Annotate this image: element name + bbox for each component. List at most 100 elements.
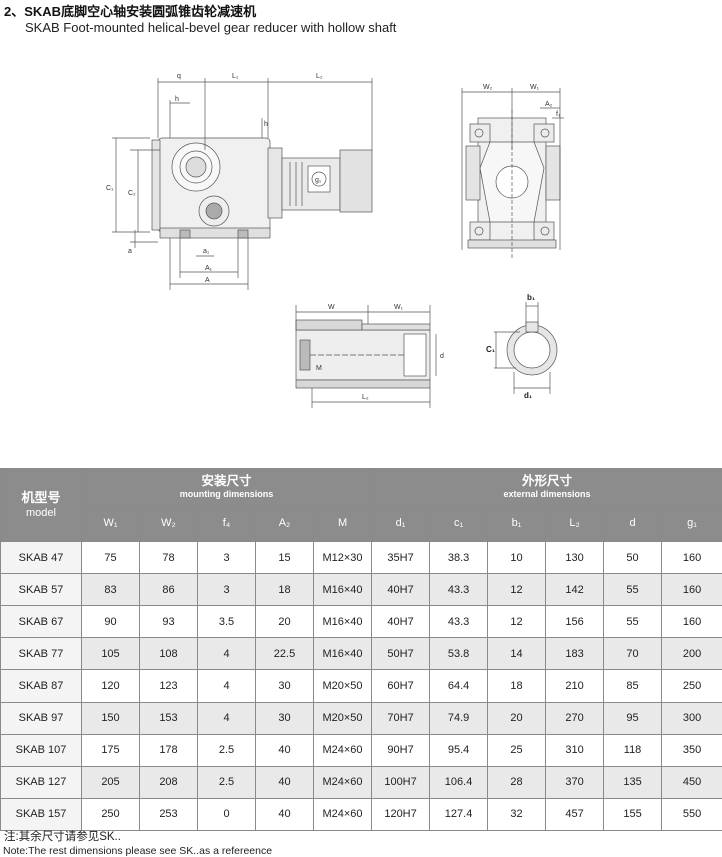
table-cell: 160 (661, 573, 722, 607)
column-header: f₄ (197, 504, 256, 542)
table-cell: 4 (197, 701, 256, 735)
table-cell: 156 (545, 605, 605, 639)
table-cell: 53.8 (429, 637, 489, 671)
label-a2: A₂ (545, 101, 553, 108)
table-cell: M24×60 (312, 797, 373, 832)
label-h: h (175, 96, 179, 103)
table-cell: 22.5 (255, 637, 314, 671)
table-cell: 120H7 (371, 797, 431, 832)
table-cell: 250 (661, 669, 722, 703)
column-header: b₁ (487, 504, 547, 542)
table-cell: 93 (139, 605, 198, 639)
label-w1-shaft: W₁ (394, 304, 404, 311)
table-cell: 60H7 (371, 669, 431, 703)
table-cell: 75 (81, 540, 140, 575)
note-en: Note:The rest dimensions please see SK..… (3, 845, 273, 857)
mounting-header-cn: 安装尺寸 (201, 473, 252, 488)
external-header-cn: 外形尺寸 (522, 473, 573, 488)
table-cell: M20×50 (312, 669, 373, 703)
table-cell: 35H7 (371, 540, 431, 575)
table-cell: 64.4 (429, 669, 489, 703)
table-cell: 450 (661, 765, 722, 799)
table-cell: 4 (197, 669, 256, 703)
label-c1-section: C₁ (486, 345, 496, 354)
table-cell: 12 (487, 605, 547, 639)
table-cell: 86 (139, 573, 198, 607)
label-w2: W₂ (483, 84, 493, 91)
table-cell: 0 (197, 797, 256, 832)
table-cell: 83 (81, 573, 140, 607)
table-cell: 100H7 (371, 765, 431, 799)
table-cell: 118 (603, 733, 663, 767)
note-cn: 注:其余尺寸请参见SK.. (4, 831, 121, 843)
model-cell: SKAB 87 (0, 669, 82, 703)
table-cell: 90H7 (371, 733, 431, 767)
column-header: L₂ (545, 504, 605, 542)
table-cell: M16×40 (312, 605, 373, 639)
table-cell: 208 (139, 765, 198, 799)
shaft-section-drawing (494, 302, 558, 394)
technical-drawing: q L₁ L₂ h h C₁ C₂ a a₁ A₁ A g₁ W₂ W₁ A₂ … (106, 73, 564, 408)
model-cell: SKAB 57 (0, 573, 82, 607)
table-cell: 310 (545, 733, 605, 767)
table-cell: 95.4 (429, 733, 489, 767)
table-cell: 3.5 (197, 605, 256, 639)
table-cell: 130 (545, 540, 605, 575)
column-header: d (603, 504, 663, 542)
table-cell: 70H7 (371, 701, 431, 735)
model-cell: SKAB 77 (0, 637, 82, 671)
table-cell: 106.4 (429, 765, 489, 799)
table-cell: 14 (487, 637, 547, 671)
table-cell: 55 (603, 605, 663, 639)
page-title-en: SKAB Foot-mounted helical-bevel gear red… (25, 20, 397, 35)
table-cell: 457 (545, 797, 605, 832)
table-cell: 108 (139, 637, 198, 671)
table-cell: 155 (603, 797, 663, 832)
table-cell: 160 (661, 605, 722, 639)
model-header-en: model (26, 507, 56, 519)
dimension-table: 机型号 model 安装尺寸 mounting dimensions 外形尺寸 … (0, 468, 722, 832)
column-header: g₁ (661, 504, 722, 542)
model-cell: SKAB 67 (0, 605, 82, 639)
table-cell: M12×30 (312, 540, 373, 575)
model-header-cn: 机型号 (21, 490, 61, 505)
table-cell: 20 (255, 605, 314, 639)
label-w: W (328, 304, 335, 311)
table-cell: M24×60 (312, 733, 373, 767)
table-cell: 153 (139, 701, 198, 735)
table-cell: 85 (603, 669, 663, 703)
table-cell: 30 (255, 701, 314, 735)
label-l2-top: L₂ (316, 73, 323, 80)
column-header: M (312, 504, 373, 542)
table-cell: 160 (661, 540, 722, 575)
table-cell: 15 (255, 540, 314, 575)
hollow-shaft-drawing (295, 305, 437, 408)
table-cell: 2.5 (197, 733, 256, 767)
table-cell: 30 (255, 669, 314, 703)
table-cell: 50H7 (371, 637, 431, 671)
table-cell: 183 (545, 637, 605, 671)
label-c2: C₂ (128, 190, 136, 197)
model-cell: SKAB 157 (0, 797, 82, 832)
label-f1: f₁ (556, 111, 561, 118)
column-header: W₂ (139, 504, 198, 542)
table-cell: 20 (487, 701, 547, 735)
table-cell: 18 (487, 669, 547, 703)
label-a1: a₁ (203, 248, 210, 255)
table-cell: 370 (545, 765, 605, 799)
table-cell: 3 (197, 540, 256, 575)
table-cell: 550 (661, 797, 722, 832)
table-cell: 205 (81, 765, 140, 799)
table-cell: 90 (81, 605, 140, 639)
table-cell: 78 (139, 540, 198, 575)
label-d: d (440, 353, 444, 360)
table-cell: 142 (545, 573, 605, 607)
table-cell: M16×40 (312, 573, 373, 607)
table-cell: 43.3 (429, 605, 489, 639)
external-dimensions-header: 外形尺寸 external dimensions (371, 468, 722, 505)
